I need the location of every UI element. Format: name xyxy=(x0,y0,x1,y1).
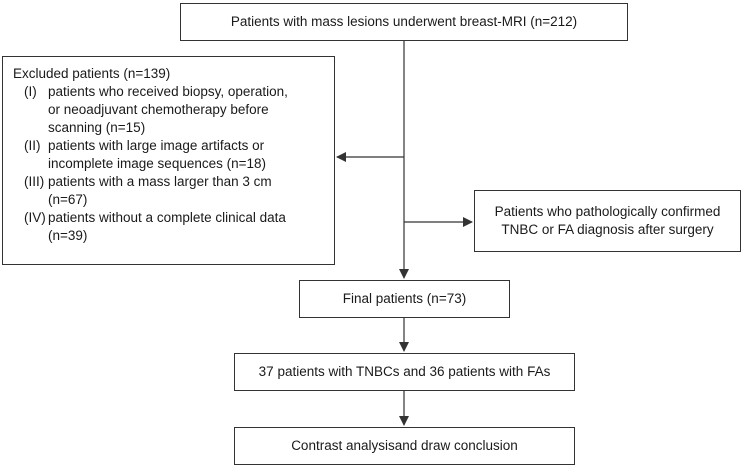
excluded-patients-title: Excluded patients (n=139) xyxy=(13,66,171,81)
exclusion-criterion-text: patients with a mass larger than 3 cm (n… xyxy=(48,173,324,209)
exclusion-criterion-text: patients without a complete clinical dat… xyxy=(48,209,324,245)
enrolled-patients-box: Patients with mass lesions underwent bre… xyxy=(180,3,628,41)
pathology-confirmed-line: TNBC or FA diagnosis after surgery xyxy=(501,222,714,237)
exclusion-criterion-1: (I) patients who received biopsy, operat… xyxy=(24,83,324,137)
patient-groups-text: 37 patients with TNBCs and 36 patients w… xyxy=(258,364,551,379)
exclusion-criterion-line: patients who received biopsy, operation, xyxy=(48,84,288,99)
exclusion-criterion-number: (IV) xyxy=(24,210,46,225)
exclusion-criterion-3: (III) patients with a mass larger than 3… xyxy=(24,173,324,209)
exclusion-criterion-line: incomplete image sequences (n=18) xyxy=(48,156,267,171)
exclusion-criterion-2: (II) patients with large image artifacts… xyxy=(24,137,324,173)
final-patients-text: Final patients (n=73) xyxy=(342,291,467,306)
exclusion-criterion-line: patients with large image artifacts or xyxy=(48,138,265,153)
pathology-confirmed-line: Patients who pathologically confirmed xyxy=(494,204,721,219)
pathology-confirmed-box: Patients who pathologically confirmed TN… xyxy=(474,190,741,252)
patient-groups-box: 37 patients with TNBCs and 36 patients w… xyxy=(234,353,575,391)
exclusion-criterion-line: patients without a complete clinical dat… xyxy=(48,210,286,225)
conclusion-box: Contrast analysisand draw conclusion xyxy=(234,427,575,465)
exclusion-criterion-line: or neoadjuvant chemotherapy before xyxy=(48,102,269,117)
exclusion-criterion-line: (n=39) xyxy=(48,228,88,243)
exclusion-criterion-text: patients with large image artifacts or i… xyxy=(48,137,324,173)
excluded-patients-box: Excluded patients (n=139) (I) patients w… xyxy=(2,56,335,265)
exclusion-criterion-number: (III) xyxy=(24,174,45,189)
final-patients-box: Final patients (n=73) xyxy=(299,280,510,318)
exclusion-criterion-line: patients with a mass larger than 3 cm xyxy=(48,174,272,189)
exclusion-criterion-number: (II) xyxy=(24,138,41,153)
exclusion-criterion-number: (I) xyxy=(24,84,37,99)
enrolled-patients-text: Patients with mass lesions underwent bre… xyxy=(230,14,578,29)
exclusion-criterion-line: (n=67) xyxy=(48,192,88,207)
exclusion-criterion-text: patients who received biopsy, operation,… xyxy=(48,83,324,137)
conclusion-text: Contrast analysisand draw conclusion xyxy=(291,438,518,453)
exclusion-criterion-line: scanning (n=15) xyxy=(48,120,146,135)
exclusion-criterion-4: (IV) patients without a complete clinica… xyxy=(24,209,324,245)
